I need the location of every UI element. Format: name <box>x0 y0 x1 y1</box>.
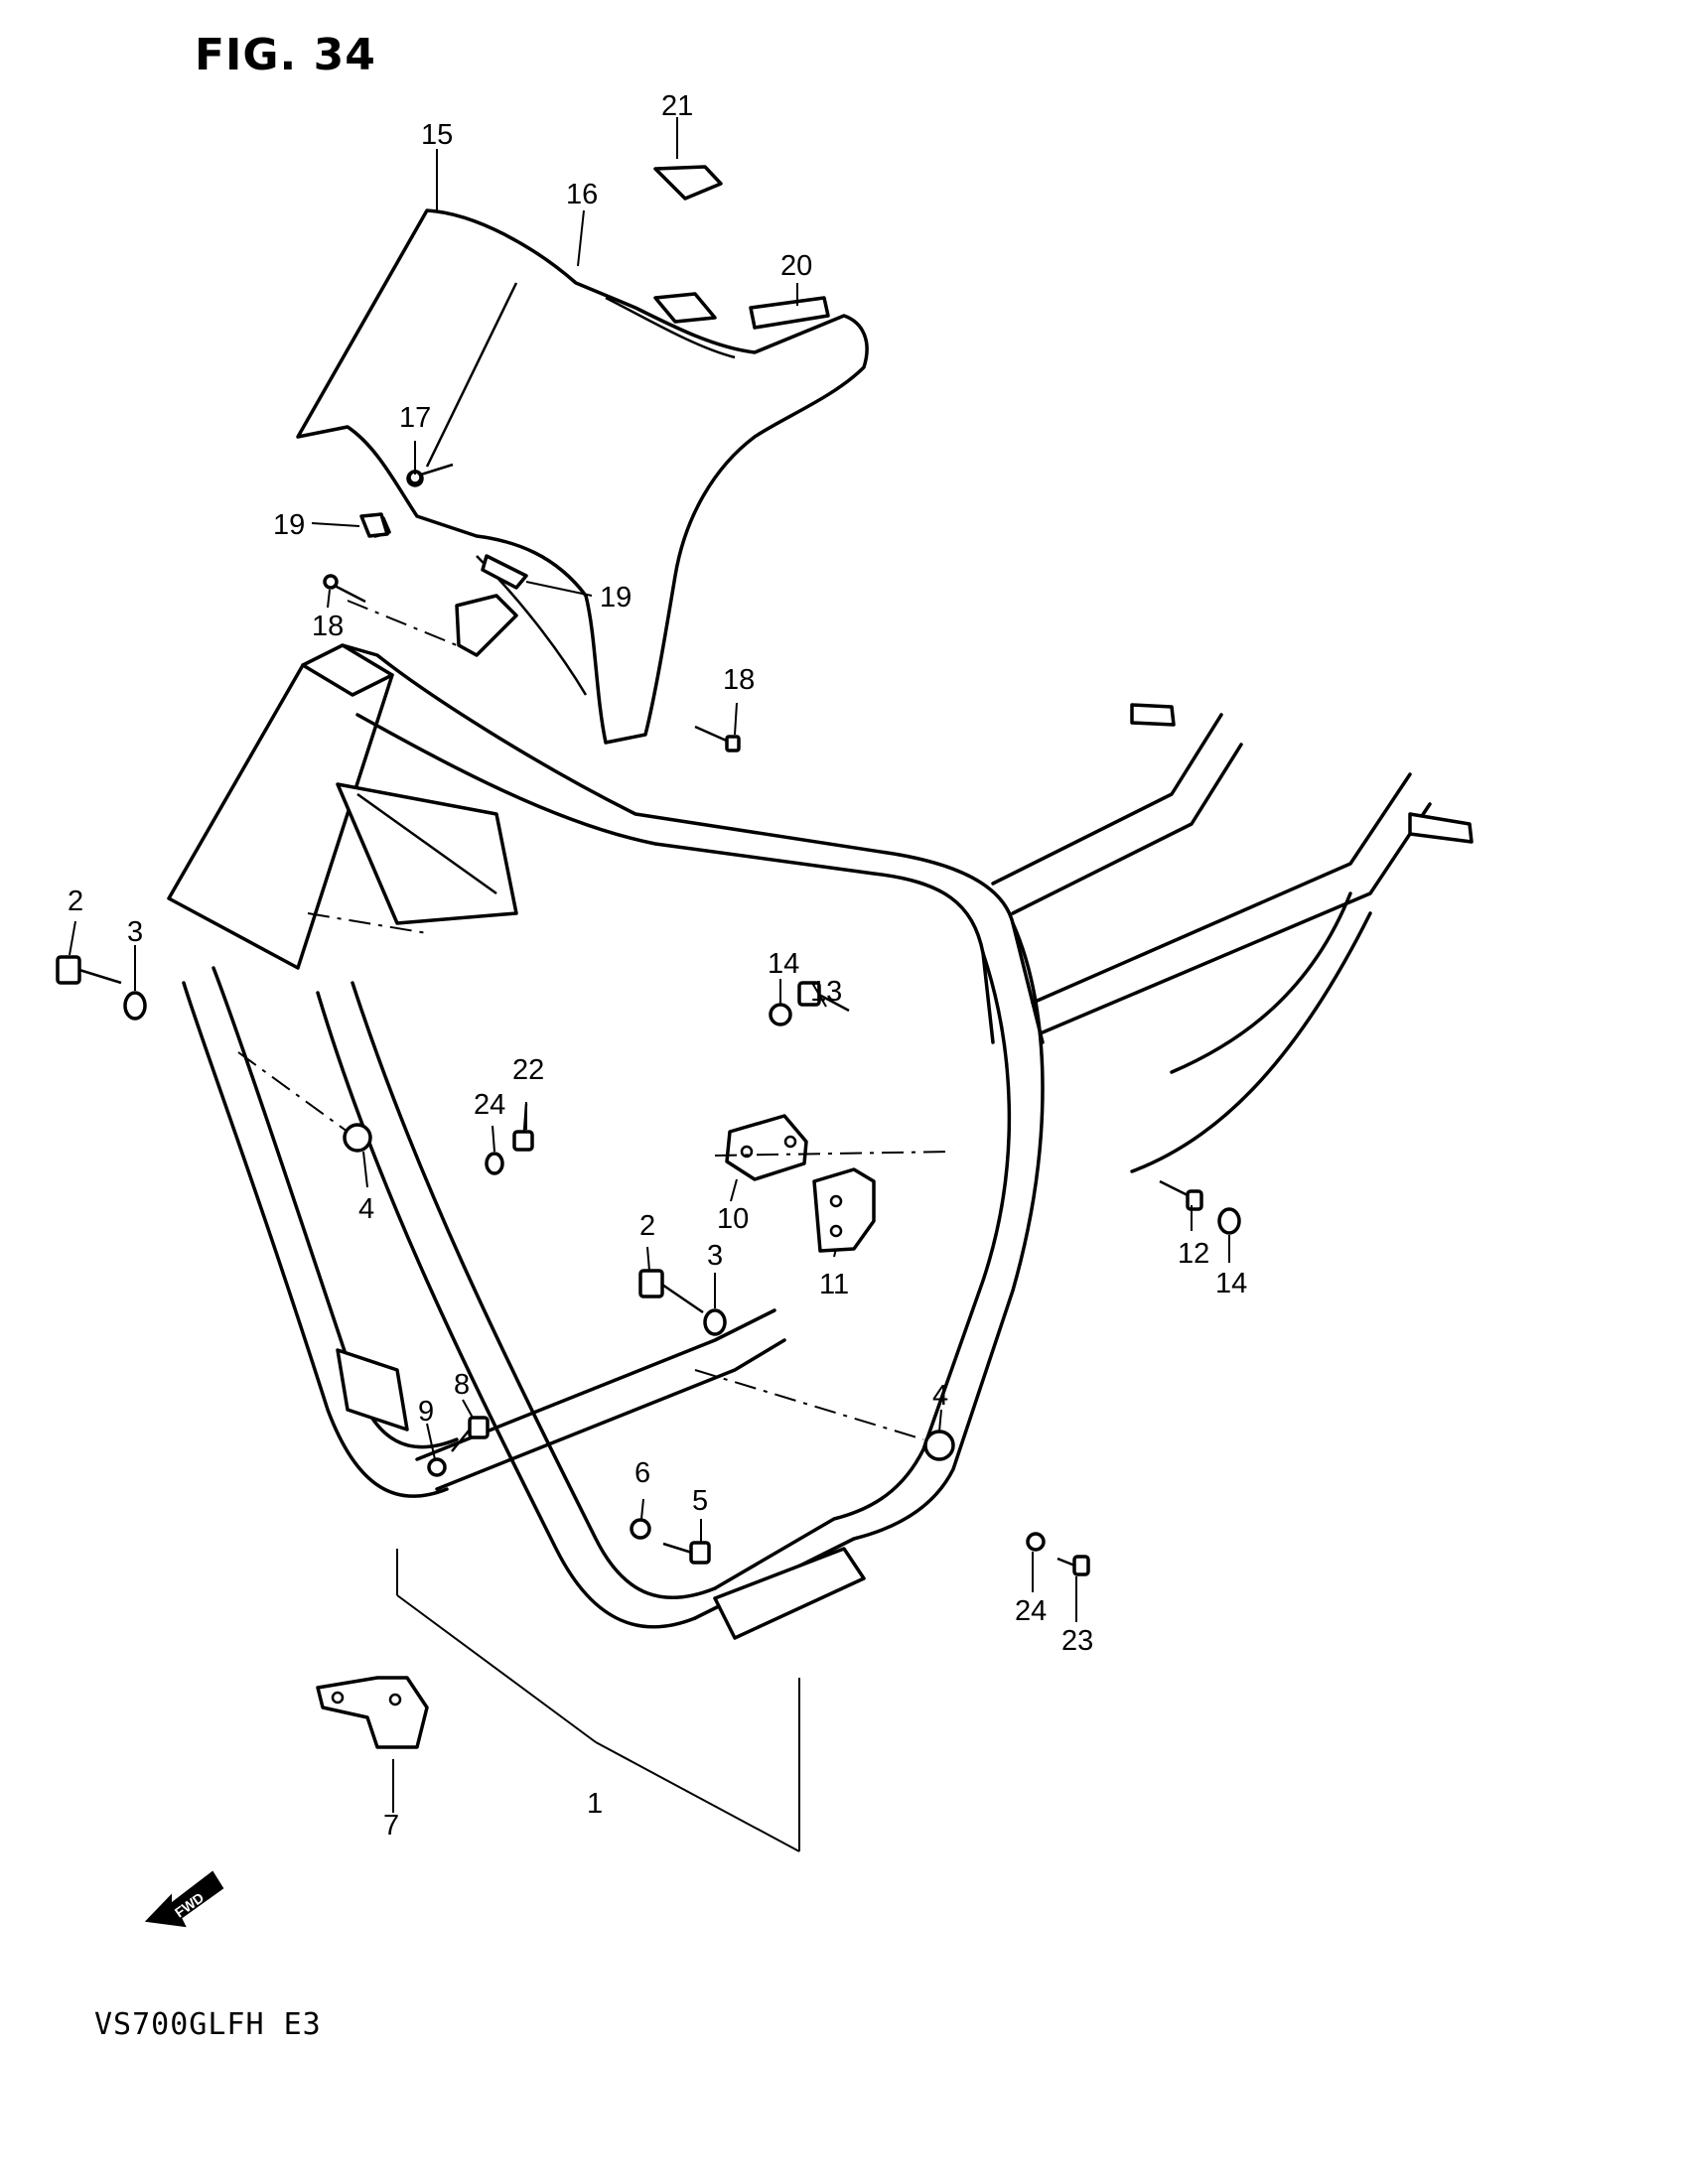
bolt-18-right <box>694 725 741 752</box>
callout-22: 22 <box>512 1054 544 1086</box>
clamp-19-left <box>359 512 389 538</box>
frame-cover <box>296 208 869 745</box>
callout-18: 18 <box>723 664 755 696</box>
plate-10 <box>725 1114 808 1181</box>
bolt-8 <box>451 1416 490 1452</box>
callout-19: 19 <box>273 509 305 541</box>
callout-18: 18 <box>312 611 344 642</box>
bracket-7 <box>316 1676 429 1749</box>
callout-5: 5 <box>692 1485 708 1517</box>
callout-12: 12 <box>1178 1238 1209 1270</box>
callout-14: 14 <box>1215 1268 1247 1299</box>
callout-17: 17 <box>399 402 431 434</box>
bolt-12 <box>1159 1179 1203 1211</box>
bolt-13 <box>797 981 850 1013</box>
callout-3: 3 <box>707 1240 723 1272</box>
callout-10: 10 <box>717 1203 749 1235</box>
callout-19: 19 <box>600 582 632 614</box>
callout-9: 9 <box>418 1396 434 1428</box>
callout-1: 1 <box>587 1788 603 1820</box>
callout-20: 20 <box>780 250 812 282</box>
callout-8: 8 <box>454 1369 470 1401</box>
nut-14-center <box>769 1003 792 1026</box>
washer-3-left <box>123 991 147 1021</box>
callout-labels: 1 2 2 3 3 4 4 5 6 7 8 9 10 11 12 13 14 1… <box>68 90 1247 1842</box>
callout-7: 7 <box>383 1810 399 1842</box>
callout-2: 2 <box>639 1210 655 1242</box>
callout-14: 14 <box>768 948 799 980</box>
plate-11 <box>812 1167 876 1253</box>
nut-4-right <box>923 1430 955 1461</box>
bolt-18-left <box>323 574 366 604</box>
label-plate <box>749 296 830 330</box>
callout-24: 24 <box>1015 1595 1047 1627</box>
washer-24-right <box>1026 1532 1046 1552</box>
bolt-5 <box>662 1541 711 1565</box>
cap-14-right <box>1217 1207 1241 1235</box>
fwd-arrow-icon: FWD <box>144 1870 224 1928</box>
leader-lines <box>69 117 1230 1852</box>
callout-4: 4 <box>932 1380 948 1412</box>
washer-24-left <box>485 1152 504 1175</box>
bolt-2-left <box>56 955 122 985</box>
callout-6: 6 <box>634 1457 650 1489</box>
callout-3: 3 <box>127 916 143 948</box>
washer-6 <box>630 1518 651 1540</box>
emblem-plate <box>653 165 723 201</box>
callout-2: 2 <box>68 886 83 917</box>
callout-21: 21 <box>661 90 693 122</box>
callout-15: 15 <box>421 119 453 151</box>
bolt-2-center <box>638 1269 704 1314</box>
callout-13: 13 <box>810 976 842 1008</box>
washer-9 <box>427 1457 447 1477</box>
callout-4: 4 <box>358 1193 374 1225</box>
main-frame <box>167 643 1474 1640</box>
bolt-23 <box>1056 1555 1090 1576</box>
callout-11: 11 <box>819 1269 849 1300</box>
washer-3-center <box>703 1308 727 1336</box>
model-code: VS700GLFH E3 <box>94 2007 322 2042</box>
bolt-22 <box>512 1103 534 1152</box>
callout-16: 16 <box>566 179 598 210</box>
nut-4-left <box>343 1123 372 1153</box>
callout-23: 23 <box>1061 1625 1093 1657</box>
figure-title: FIG. 34 <box>195 30 376 80</box>
callout-24: 24 <box>474 1089 505 1121</box>
